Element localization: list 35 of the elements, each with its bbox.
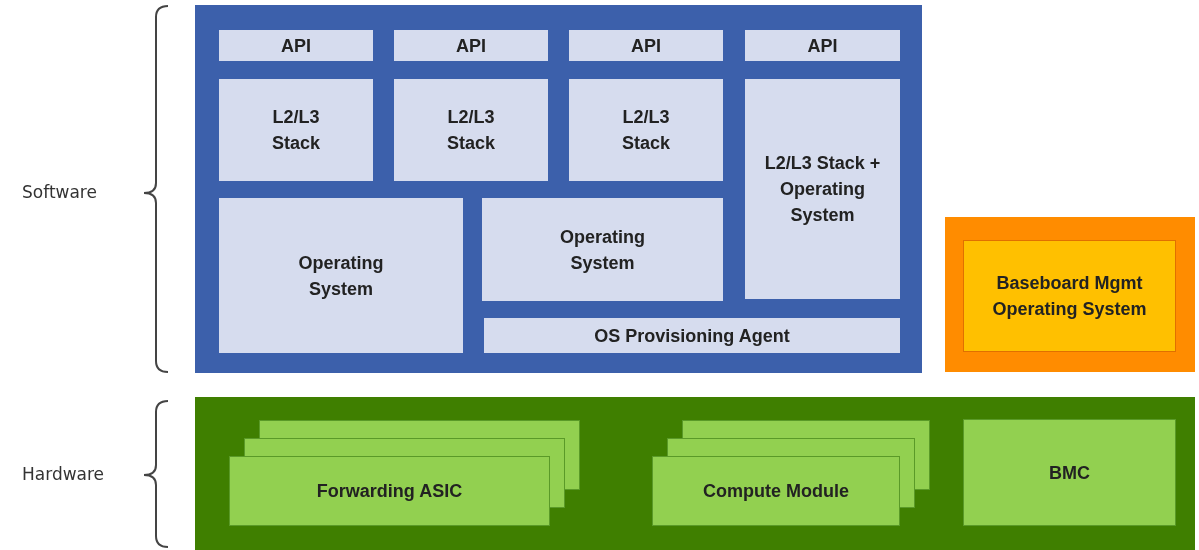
box-label: Operating System [297, 251, 385, 301]
box-label: L2/L3 Stack [620, 106, 671, 155]
box-label: Compute Module [702, 480, 850, 503]
box-label: API [281, 34, 311, 58]
api-box [219, 30, 373, 61]
box-label: Forwarding ASIC [315, 480, 464, 503]
layer-label: Software [22, 182, 97, 202]
stacked-compute-cards-drawing [652, 420, 930, 526]
hardware-panel [195, 397, 1195, 550]
stacked-asic-cards-drawing [229, 420, 580, 526]
layer-label: Hardware [22, 464, 105, 484]
stack-box [394, 79, 548, 181]
box-label: L2/L3 Stack [270, 106, 321, 155]
api-box [745, 30, 900, 61]
box-label: L2/L3 Stack [445, 106, 496, 155]
box-label: API [631, 34, 661, 58]
provisioning-agent-box [484, 318, 900, 353]
box-label: API [807, 34, 838, 58]
box-label: OS Provisioning Agent [594, 324, 790, 348]
os-box [482, 198, 723, 301]
bmc-box [963, 419, 1176, 526]
software-panel [195, 5, 922, 373]
stack-box [569, 79, 723, 181]
os-box [219, 198, 463, 353]
box-label: Baseboard Mgmt Operating System [991, 272, 1148, 321]
stack-box [219, 79, 373, 181]
stack-os-box [745, 79, 900, 299]
box-label: API [456, 34, 486, 58]
api-box [569, 30, 723, 61]
box-label: BMC [1049, 461, 1090, 485]
box-label: Operating System [559, 225, 646, 275]
bmc-os-panel [945, 217, 1195, 372]
box-label: L2/L3 Stack + Operating System [763, 152, 882, 227]
bmc-os-box [963, 240, 1176, 352]
api-box [394, 30, 548, 61]
